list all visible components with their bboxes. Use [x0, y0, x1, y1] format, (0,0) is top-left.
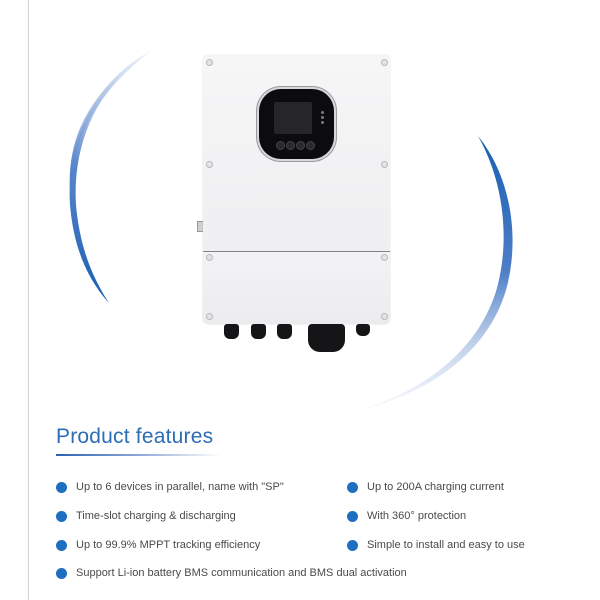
feature-text: Up to 6 devices in parallel, name with "… [76, 481, 284, 493]
bullet-icon [56, 539, 67, 551]
left-border-rule [28, 0, 29, 600]
control-button-icon [286, 141, 295, 150]
screw-icon [206, 254, 213, 261]
panel-seam [203, 251, 390, 252]
control-button-icon [296, 141, 305, 150]
bullet-icon [56, 510, 67, 522]
bullet-icon [347, 539, 358, 551]
screw-icon [206, 59, 213, 66]
left-arc [69, 52, 150, 302]
large-cable-gland [308, 324, 345, 352]
feature-text: Simple to install and easy to use [367, 539, 525, 551]
feature-item: With 360° protection [347, 510, 466, 522]
decorative-arcs [69, 50, 513, 410]
screw-icon [381, 254, 388, 261]
status-led-icon [321, 111, 324, 114]
inverter-product-image [197, 55, 390, 352]
right-arc [360, 136, 513, 410]
cable-gland [251, 324, 266, 339]
feature-item: Time-slot charging & discharging [56, 510, 236, 522]
inverter-upper-panel [203, 55, 390, 251]
bullet-icon [347, 481, 358, 493]
feature-item: Simple to install and easy to use [347, 539, 525, 551]
screw-icon [206, 313, 213, 320]
feature-item: Up to 99.9% MPPT tracking efficiency [56, 539, 260, 551]
screw-icon [381, 161, 388, 168]
bullet-icon [347, 510, 358, 522]
cable-gland [277, 324, 292, 339]
status-led-icon [321, 121, 324, 124]
screw-icon [381, 313, 388, 320]
control-button-icon [306, 141, 315, 150]
title-underline [56, 454, 221, 456]
cable-gland [224, 324, 239, 339]
bullet-icon [56, 481, 67, 493]
feature-text: Time-slot charging & discharging [76, 510, 236, 522]
feature-text: Up to 200A charging current [367, 481, 504, 493]
feature-text: With 360° protection [367, 510, 467, 522]
inverter-lower-panel [203, 252, 390, 324]
section-title: Product features [56, 425, 214, 448]
screw-icon [206, 161, 213, 168]
feature-item: Up to 200A charging current [347, 481, 504, 493]
bullet-icon [56, 567, 67, 579]
feature-item: Support Li-ion battery BMS communication… [56, 567, 407, 579]
feature-item: Up to 6 devices in parallel, name with "… [56, 481, 284, 493]
feature-text: Up to 99.9% MPPT tracking efficiency [76, 539, 261, 551]
feature-text: Support Li-ion battery BMS communication… [76, 567, 407, 579]
status-led-icon [321, 116, 324, 119]
display-screen [274, 102, 312, 134]
cable-gland [356, 324, 370, 336]
screw-icon [381, 59, 388, 66]
display-bezel [259, 89, 334, 159]
control-button-icon [276, 141, 285, 150]
